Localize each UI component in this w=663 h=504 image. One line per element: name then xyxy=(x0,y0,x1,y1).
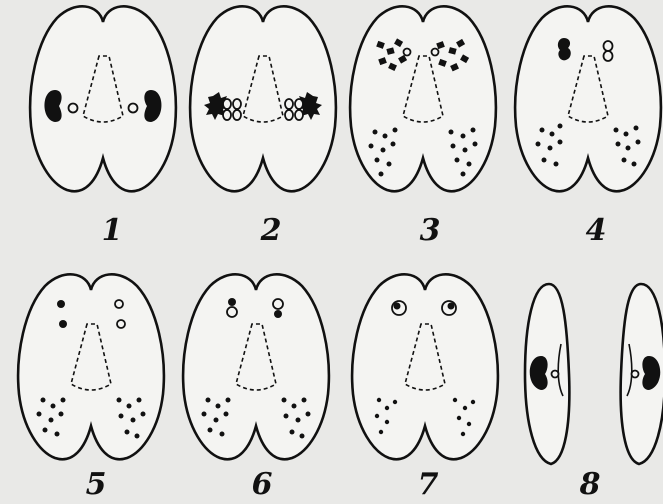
stationary-pronucleus-right xyxy=(273,299,283,309)
stationary-pronucleus-left xyxy=(227,307,237,317)
micronucleus-left xyxy=(69,104,78,113)
panel-4 xyxy=(515,6,661,191)
dividing-micronucleus-left-a xyxy=(223,99,231,109)
pronucleus-right-a xyxy=(604,41,613,51)
panel-7-label: 7 xyxy=(418,467,439,502)
pronucleus-right-a xyxy=(115,300,123,308)
panel-4-label: 4 xyxy=(586,213,607,248)
dividing-micronucleus-left-d xyxy=(233,110,241,120)
panel-7 xyxy=(352,274,498,459)
dividing-micronucleus-right-a xyxy=(285,99,293,109)
panel-2 xyxy=(190,6,336,191)
panel-6 xyxy=(183,274,329,459)
synkaryon-left xyxy=(392,301,406,315)
pronucleus-left-b xyxy=(59,320,67,328)
panel-5 xyxy=(18,274,164,459)
dividing-micronucleus-right-c xyxy=(295,99,303,109)
cell-pair-outline xyxy=(350,6,496,191)
panel-8 xyxy=(525,284,663,464)
dividing-micronucleus-left-c xyxy=(233,99,241,109)
panel-6-label: 6 xyxy=(252,467,273,502)
cell-pair-outline xyxy=(18,274,164,459)
pronucleus-right-b xyxy=(117,320,125,328)
panel-1-label: 1 xyxy=(102,213,123,248)
exchanged-pronucleus-left xyxy=(228,298,236,306)
exchanged-pronucleus-right xyxy=(274,310,282,318)
cell-pair-outline xyxy=(515,6,661,191)
panel-3-label: 3 xyxy=(420,213,441,248)
dividing-micronucleus-left-b xyxy=(223,110,231,120)
exconjugant-right xyxy=(621,284,663,464)
dividing-micronucleus-right-b xyxy=(285,110,293,120)
micronucleus-right xyxy=(129,104,138,113)
panel-2-label: 2 xyxy=(260,213,282,248)
micronucleus-small xyxy=(432,49,439,56)
synkaryon-right xyxy=(442,301,456,315)
panel-8-label: 8 xyxy=(579,467,601,502)
pronucleus-right-b xyxy=(604,51,613,61)
cell-pair-outline xyxy=(352,274,498,459)
exconjugant-left xyxy=(525,284,569,464)
migrating-pronucleus-left xyxy=(558,38,571,60)
micronucleus-small xyxy=(404,49,411,56)
dividing-micronucleus-right-d xyxy=(295,110,303,120)
cell-pair-outline xyxy=(183,274,329,459)
panel-3 xyxy=(350,6,496,191)
panel-1 xyxy=(30,6,176,191)
pronucleus-left-a xyxy=(57,300,65,308)
panel-5-label: 5 xyxy=(86,467,107,502)
